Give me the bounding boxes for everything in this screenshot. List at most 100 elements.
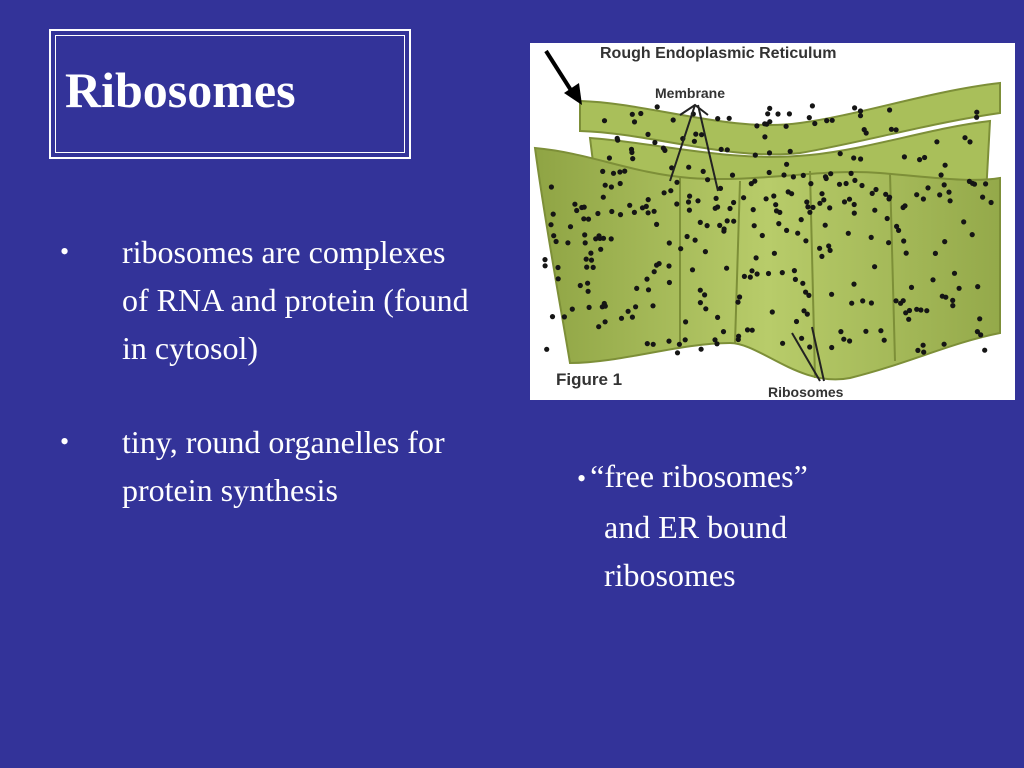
- ribosome-dot: [645, 210, 651, 216]
- ribosome-dot: [793, 318, 800, 325]
- membrane-sheets: [533, 81, 1001, 381]
- ribosome-dot: [878, 328, 884, 334]
- membrane-label: Membrane: [655, 85, 725, 101]
- ribosome-dot: [617, 212, 624, 218]
- ribosome-dot: [787, 148, 793, 154]
- ribosome-dot: [584, 264, 590, 270]
- membrane-fold: [809, 170, 816, 379]
- ribosome-dot: [857, 108, 864, 114]
- ribosome-dot: [700, 168, 706, 174]
- ribosome-dot: [903, 250, 909, 256]
- ribosome-dot: [629, 111, 635, 117]
- right-bullet-line2: and ER bound: [604, 509, 788, 545]
- ribosome-dot: [749, 268, 755, 274]
- ribosome-dot: [762, 121, 768, 127]
- ribosome-dot: [717, 185, 724, 191]
- ribosome-dot: [714, 341, 720, 347]
- ribosome-dot: [974, 109, 980, 115]
- slide-title: Ribosomes: [65, 62, 296, 118]
- ribosome-dot: [629, 314, 635, 320]
- ribosome-dot: [767, 105, 773, 111]
- ribosome-dot: [660, 145, 666, 151]
- ribosome-dot: [903, 310, 909, 316]
- ribosome-dot: [784, 161, 790, 167]
- ribosome-dot: [572, 201, 578, 207]
- ribosome-dot: [920, 342, 926, 348]
- ribosome-dot: [639, 205, 646, 211]
- ribosome-dot: [752, 152, 758, 158]
- ribosome-dot: [759, 232, 765, 239]
- ribosome-dot: [731, 218, 737, 224]
- ribosome-dot: [699, 132, 705, 138]
- figure-caption: Figure 1: [556, 370, 622, 389]
- ribosome-dot: [771, 250, 777, 256]
- ribosome-dot: [666, 279, 672, 286]
- ribosome-dot: [868, 300, 874, 306]
- ribosome-dot: [735, 299, 741, 305]
- ribosome-dot: [845, 230, 851, 236]
- ribosome-dot: [731, 199, 737, 206]
- ribosome-dot: [857, 113, 864, 119]
- ribosome-dot: [765, 270, 772, 277]
- ribosome-dot: [930, 277, 936, 283]
- ribosome-dot: [767, 119, 773, 125]
- ribosome-dot: [779, 270, 785, 276]
- ribosome-dot: [847, 338, 853, 344]
- ribosome-dot: [631, 119, 638, 125]
- ribosome-dot: [553, 238, 559, 245]
- ribosome-dot: [792, 276, 798, 282]
- ribosome-dot: [682, 337, 688, 343]
- ribosome-dot: [851, 281, 857, 287]
- ribosome-dot: [754, 271, 760, 277]
- ribosome-dot: [849, 300, 855, 306]
- membrane-pointer-line: [697, 104, 719, 192]
- ribosome-dot: [712, 337, 718, 343]
- ribosome-dot: [806, 115, 812, 121]
- ribosome-dot: [686, 164, 692, 170]
- ribosome-dot: [741, 195, 747, 201]
- ribosome-dot: [974, 329, 980, 335]
- bullet-item: • tiny, round organelles for protein syn…: [60, 418, 480, 514]
- ribosome-dot: [615, 137, 621, 143]
- ribosome-dot: [799, 335, 805, 341]
- ribosome-dot: [836, 181, 843, 187]
- ribosome-dot: [942, 162, 948, 168]
- ribosome-dot: [670, 117, 676, 123]
- ribosome-dot: [828, 171, 834, 177]
- ribosome-dot: [851, 210, 857, 216]
- ribosome-dot: [600, 168, 606, 174]
- ribosome-dot: [703, 306, 709, 312]
- ribosome-dot: [769, 309, 775, 315]
- ribosome-dot: [821, 197, 827, 203]
- ribosome-dot: [724, 265, 730, 271]
- ribosome-dot: [654, 262, 660, 268]
- ribosome-dot: [851, 201, 857, 208]
- ribosome-dot: [551, 233, 557, 239]
- ribosome-dot: [702, 292, 708, 298]
- ribosome-dot: [735, 336, 741, 343]
- ribosome-dot: [922, 154, 928, 161]
- ribosome-dot: [967, 139, 973, 145]
- ribosome-dot: [776, 221, 782, 227]
- ribosome-dot: [654, 221, 660, 227]
- ribosome-dot: [918, 307, 924, 313]
- ribosome-dot: [542, 263, 548, 269]
- ribosome-dot: [766, 169, 772, 176]
- ribosome-dot: [561, 314, 567, 320]
- ribosome-dot: [783, 123, 789, 129]
- ribosome-dot: [674, 201, 680, 207]
- ribosome-dot: [858, 156, 864, 162]
- ribosome-dot: [651, 208, 657, 214]
- ribosome-dot: [829, 117, 835, 123]
- ribosome-dot: [718, 146, 724, 152]
- ribosome-dot: [693, 131, 699, 137]
- ribosome-dot: [751, 223, 757, 229]
- ribosome-dot: [983, 181, 989, 187]
- ribosome-dot: [982, 347, 988, 353]
- ribosome-dot: [962, 135, 968, 141]
- ribosome-dot: [872, 207, 878, 213]
- ribosome-dot: [886, 240, 892, 246]
- ribosome-dot: [617, 169, 623, 175]
- ribosome-dot: [720, 329, 727, 335]
- ribosome-dot: [610, 170, 617, 176]
